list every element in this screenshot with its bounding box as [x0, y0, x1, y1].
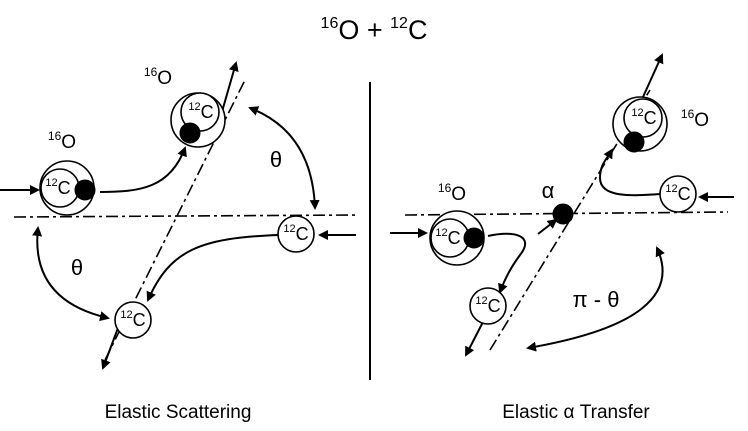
right-outgoing-c-arrow [465, 319, 485, 357]
c12-label: 12C [631, 107, 656, 128]
right-incoming-o16: 12C [429, 210, 485, 266]
c12-nucleus [659, 175, 697, 213]
c12-symbol: C [448, 228, 461, 248]
left-incoming-c12: 12C [277, 215, 315, 253]
title-carbon: C [408, 15, 428, 45]
c12-symbol: C [296, 224, 309, 244]
right-c-trajectory [487, 232, 527, 294]
title-mass-16: 16 [321, 15, 339, 32]
left-theta-arc-lower [32, 226, 110, 322]
c12-symbol: C [488, 296, 501, 316]
alpha-particle-icon [463, 227, 485, 249]
right-outgoing-o16-label: 16O [681, 107, 709, 131]
o16-mass: 16 [438, 181, 452, 195]
left-caption: Elastic Scattering [105, 402, 252, 423]
left-theta-label-upper: θ [270, 147, 282, 172]
c12-symbol: C [58, 178, 71, 198]
alpha-particle-icon [623, 131, 645, 153]
c12-mass: 12 [188, 101, 200, 113]
c12-label: 12C [475, 295, 500, 316]
c12-mass: 12 [475, 295, 487, 307]
left-outgoing-o16: 12C [170, 92, 226, 148]
c12-symbol: C [201, 102, 214, 122]
c12-mass: 12 [665, 183, 677, 195]
left-incoming-o16: 12C [39, 160, 96, 216]
left-panel: 12C 16O 12C 16O 12C 12C θ θ Elastic Scat… [0, 61, 359, 423]
o16-symbol: O [694, 110, 709, 131]
c12-nucleus [469, 287, 507, 325]
right-outgoing-c12: 12C [469, 287, 507, 325]
o16-symbol: O [61, 132, 76, 153]
left-horizontal-axis [13, 214, 359, 218]
title-mass-12: 12 [390, 15, 408, 32]
right-pi-theta-label: π - θ [573, 287, 620, 312]
alpha-particle-icon [74, 179, 96, 201]
right-pi-theta-arc [526, 246, 665, 352]
c12-label: 12C [45, 177, 70, 198]
right-outgoing-o16: 12C [612, 96, 668, 153]
page-title: 16O + 12C [321, 15, 428, 45]
c12-mass: 12 [631, 107, 643, 119]
c12-mass: 12 [120, 309, 132, 321]
o16-symbol: O [157, 68, 172, 89]
right-incoming-c12: 12C [659, 175, 697, 213]
left-outgoing-o16-label: 16O [144, 65, 172, 89]
c12-symbol: C [644, 108, 657, 128]
right-caption: Elastic α Transfer [502, 402, 650, 423]
c12-label: 12C [188, 101, 213, 122]
c12-symbol: C [133, 310, 146, 330]
c12-symbol: C [678, 184, 691, 204]
left-theta-arc-upper [248, 106, 320, 210]
o16-mass: 16 [681, 107, 695, 121]
c12-mass: 12 [283, 223, 295, 235]
left-incoming-o16-label: 16O [48, 129, 76, 153]
right-alpha-label: α [542, 178, 555, 203]
alpha-particle-icon [552, 203, 574, 225]
c12-nucleus [114, 301, 152, 339]
c12-nucleus [277, 215, 315, 253]
c12-mass: 12 [45, 177, 57, 189]
left-outgoing-c12: 12C [114, 301, 152, 339]
o16-mass: 16 [48, 129, 62, 143]
c12-label: 12C [120, 309, 145, 330]
left-o-trajectory [99, 146, 187, 193]
right-outgoing-o-arrow [642, 53, 664, 98]
c12-mass: 12 [435, 227, 447, 239]
right-alpha-transfer-arrow [537, 218, 558, 235]
right-incoming-o16-label: 16O [438, 181, 466, 205]
c12-label: 12C [283, 223, 308, 244]
title-plus: + [359, 15, 390, 45]
right-o-trajectory [598, 148, 661, 197]
o16-mass: 16 [144, 65, 158, 79]
left-theta-label-lower: θ [71, 255, 83, 280]
c12-label: 12C [435, 227, 460, 248]
o16-symbol: O [451, 184, 466, 205]
alpha-particle-icon [179, 122, 201, 144]
left-c-trajectory [146, 234, 279, 302]
title-oxygen: O [338, 15, 359, 45]
c12-label: 12C [665, 183, 690, 204]
right-panel: α π - θ 12C 16O 12C 12C [390, 53, 734, 423]
